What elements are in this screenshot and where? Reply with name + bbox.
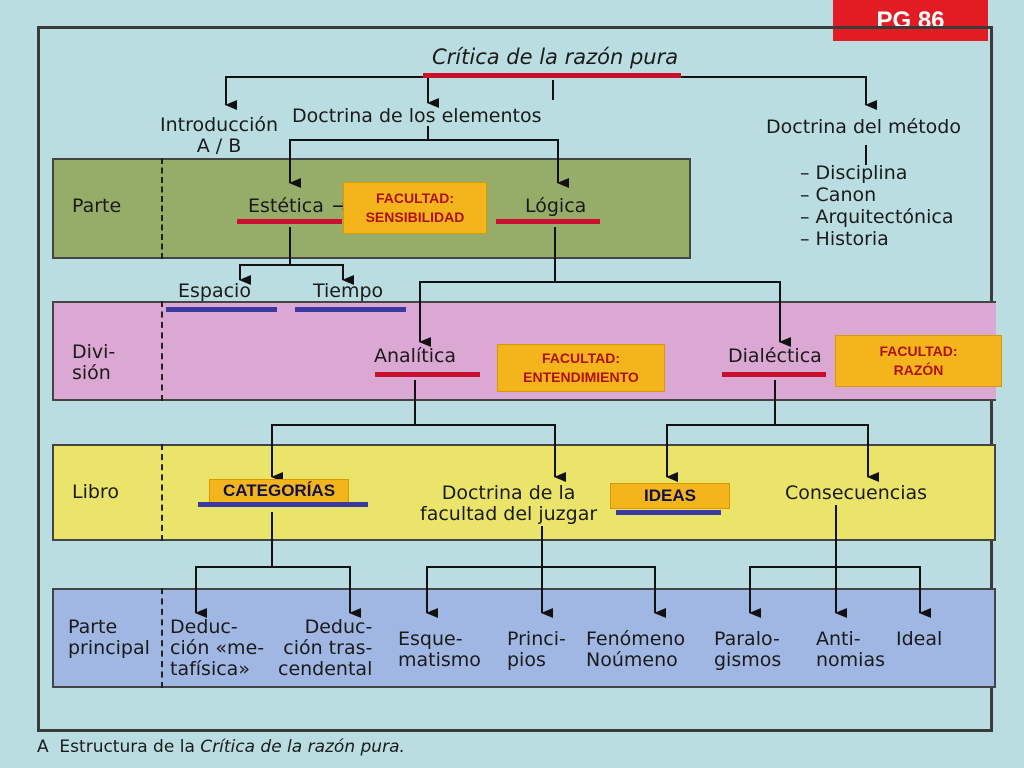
label-razon: FACULTAD: RAZÓN: [835, 335, 1002, 387]
row-label-parte-principal: Parte principal: [68, 616, 150, 659]
band-libro: [52, 444, 996, 541]
label-categorias: CATEGORÍAS: [209, 479, 349, 503]
estetica-underline: [237, 219, 342, 224]
node-logica: Lógica: [525, 195, 587, 217]
dialectica-underline: [722, 372, 826, 377]
figure-caption: A Estructura de la Crítica de la razón p…: [37, 737, 405, 757]
node-deduccion-trascendental: Deduc- ción tras- cendental: [278, 616, 373, 680]
metodo-item: – Historia: [800, 228, 889, 250]
node-consecuencias: Consecuencias: [785, 482, 928, 504]
separator-division: [161, 301, 163, 401]
separator-libro: [161, 444, 163, 541]
node-antinomias: Anti- nomias: [816, 628, 885, 671]
node-estetica: Estética: [248, 195, 324, 217]
node-espacio: Espacio: [178, 280, 251, 302]
metodo-item: – Canon: [800, 184, 877, 206]
title-underline: [423, 73, 681, 78]
separator-parte: [161, 158, 163, 259]
metodo-item: – Arquitectónica: [800, 206, 954, 228]
caption-italic: Crítica de la razón pura.: [200, 737, 405, 757]
separator-parte-principal: [161, 588, 163, 688]
label-entendimiento: FACULTAD: ENTENDIMIENTO: [497, 344, 665, 392]
node-ideal: Ideal: [896, 628, 943, 650]
row-label-libro: Libro: [72, 481, 119, 503]
metodo-item: – Disciplina: [800, 162, 908, 184]
node-principios: Princi- pios: [507, 628, 566, 671]
logica-underline: [496, 219, 600, 224]
categorias-underline: [198, 502, 368, 507]
label-ideas: IDEAS: [610, 483, 730, 509]
analitica-underline: [375, 372, 480, 377]
ideas-underline: [616, 510, 721, 515]
tiempo-underline: [295, 307, 406, 312]
node-dialectica: Dialéctica: [728, 345, 822, 367]
node-analitica: Analítica: [374, 345, 457, 367]
node-paralogismos: Paralo- gismos: [714, 628, 782, 671]
node-deduccion-metafisica: Deduc- ción «me- tafísica»: [170, 616, 265, 680]
node-doctrina-metodo: Doctrina del método: [766, 116, 961, 138]
diagram-title: Crítica de la razón pura: [432, 45, 679, 69]
band-parte-principal: [52, 588, 996, 688]
espacio-underline: [166, 307, 277, 312]
node-doctrina-elementos: Doctrina de los elementos: [292, 105, 542, 127]
caption-prefix: A Estructura de la: [37, 737, 201, 757]
row-label-division: Divi- sión: [72, 341, 116, 384]
label-sensibilidad: FACULTAD: SENSIBILIDAD: [343, 182, 487, 234]
row-label-parte: Parte: [72, 195, 122, 217]
node-tiempo: Tiempo: [313, 280, 384, 302]
node-fenomeno-noumeno: Fenómeno Noúmeno: [586, 628, 686, 671]
node-esquematismo: Esque- matismo: [398, 628, 481, 671]
node-introduccion: Introducción A / B: [160, 114, 279, 157]
page-badge: PG 86: [833, 0, 988, 41]
node-doctrina-juzgar: Doctrina de la facultad del juzgar: [420, 482, 598, 525]
